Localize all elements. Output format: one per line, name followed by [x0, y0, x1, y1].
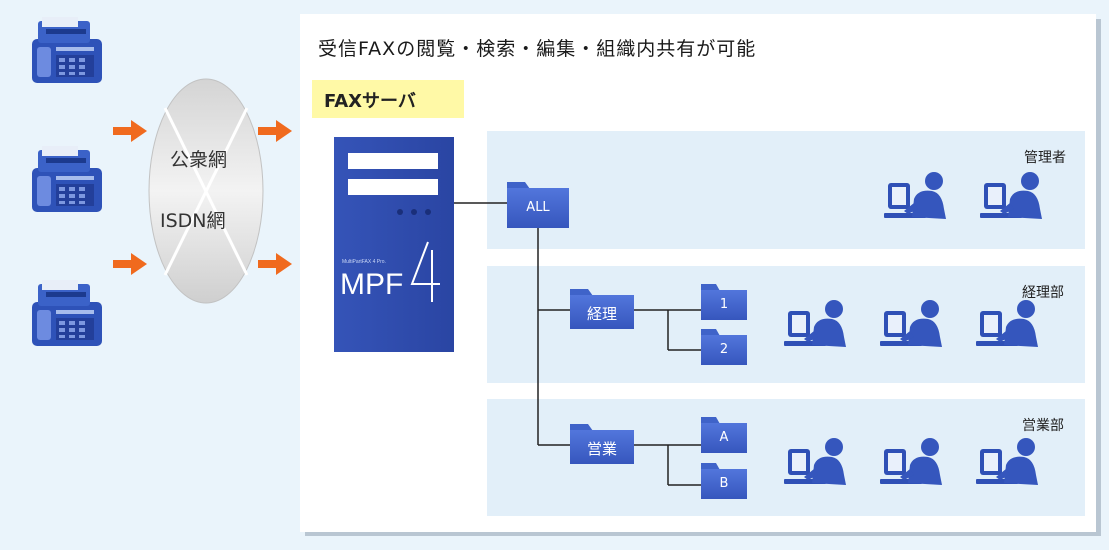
folder-icon: [701, 284, 747, 320]
fax-machine-icon: [32, 17, 102, 83]
network-isdn-label: ISDN網: [160, 210, 226, 232]
folder-label-all: ALL: [526, 200, 550, 215]
subfolder-label: B: [719, 476, 729, 491]
folder-label-sales: 営業: [586, 440, 617, 458]
folder-icon: [701, 417, 747, 453]
group-label-managers: 管理者: [1024, 150, 1066, 166]
subfolder-label: A: [719, 430, 729, 445]
server-logo: MPF: [340, 268, 403, 301]
arrow-icon: [258, 120, 292, 142]
folder-icon: [701, 463, 747, 499]
folder-label-accounting: 経理: [586, 305, 617, 323]
server-icon: MultiPartFAX 4 Pro. MPF: [334, 137, 454, 352]
server-tagline: MultiPartFAX 4 Pro.: [342, 259, 386, 265]
network-public-label: 公衆網: [170, 149, 228, 171]
server-label: FAXサーバ: [324, 91, 416, 112]
subfolder-label: 1: [719, 297, 729, 312]
folder-icon: [507, 182, 569, 228]
group-label-accounting: 経理部: [1022, 285, 1064, 301]
diagram-title: 受信FAXの閲覧・検索・編集・組織内共有が可能: [318, 38, 757, 60]
server-label-box: FAXサーバ: [312, 80, 464, 118]
tree-connectors: [454, 202, 702, 486]
fax-machine-icon: [32, 280, 102, 346]
subfolder-label: 2: [719, 342, 729, 357]
folder-icon: [570, 289, 634, 329]
group-label-sales: 営業部: [1022, 418, 1064, 434]
folder-icon: [570, 424, 634, 464]
fax-machine-icon: [32, 146, 102, 212]
arrow-icon: [113, 120, 147, 142]
arrow-icon: [113, 253, 147, 275]
folder-icon: [701, 329, 747, 365]
arrow-icon: [258, 253, 292, 275]
